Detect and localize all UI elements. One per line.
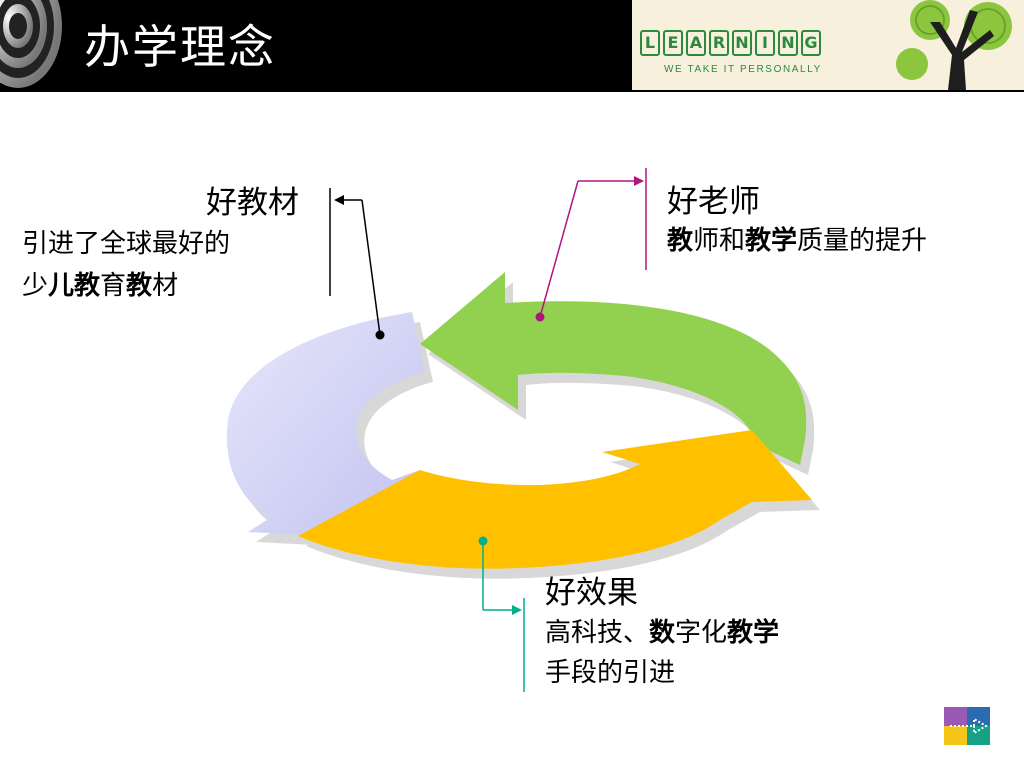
- materials-title: 好教材: [206, 185, 299, 221]
- teachers-leader: [535, 168, 647, 322]
- results-desc-line1: 高科技、数字化教学: [545, 614, 779, 652]
- materials-desc-line1: 引进了全球最好的: [22, 229, 231, 259]
- text-span: 育: [100, 271, 127, 301]
- brand-letter: G: [801, 30, 821, 56]
- materials-leader: [329, 188, 385, 340]
- bold-text-span: 数: [649, 618, 676, 648]
- brand-wordmark: L E A R N I N G: [640, 30, 821, 56]
- teachers-title: 好老师: [667, 184, 760, 220]
- brand-letter: N: [778, 30, 798, 56]
- bold-text-span: 教学: [727, 618, 780, 648]
- brand-letter: A: [686, 30, 706, 56]
- results-desc-line2: 手段的引进: [545, 658, 676, 688]
- results-leader: [478, 536, 525, 692]
- text-span: 材: [152, 271, 179, 301]
- text-span: 师和: [693, 226, 746, 256]
- bold-text-span: 儿教: [48, 271, 101, 301]
- tree-logo-icon: [896, 0, 1012, 90]
- text-span: 高科技、: [545, 618, 650, 648]
- header-bar: 办学理念 L E A R N I N G WE TAKE IT PERSONAL…: [0, 0, 1024, 92]
- navigation-corner-icon[interactable]: [944, 707, 990, 745]
- brand-letter: R: [709, 30, 729, 56]
- teachers-desc: 教师和教学质量的提升: [667, 222, 927, 260]
- text-span: 字化: [675, 618, 728, 648]
- spiral-logo-icon: [0, 0, 62, 88]
- text-span: 少: [22, 271, 49, 301]
- bold-text-span: 教: [126, 271, 153, 301]
- bold-text-span: 教: [667, 226, 694, 256]
- brand-tagline: WE TAKE IT PERSONALLY: [664, 64, 822, 75]
- brand-logo: L E A R N I N G WE TAKE IT PERSONALLY: [632, 0, 1024, 90]
- results-arrow: [298, 430, 812, 569]
- results-title: 好效果: [545, 575, 638, 611]
- brand-letter: E: [663, 30, 683, 56]
- brand-letter: N: [732, 30, 752, 56]
- text-span: 质量的提升: [797, 226, 928, 256]
- brand-letter: L: [640, 30, 660, 56]
- cycle-arrows-icon: [226, 272, 820, 579]
- materials-desc-line2: 少儿教育教材: [22, 267, 178, 305]
- brand-letter: I: [755, 30, 775, 56]
- bold-text-span: 教学: [745, 226, 798, 256]
- materials-arrow: [226, 312, 425, 540]
- teachers-arrow: [420, 272, 807, 465]
- page-title: 办学理念: [84, 20, 276, 74]
